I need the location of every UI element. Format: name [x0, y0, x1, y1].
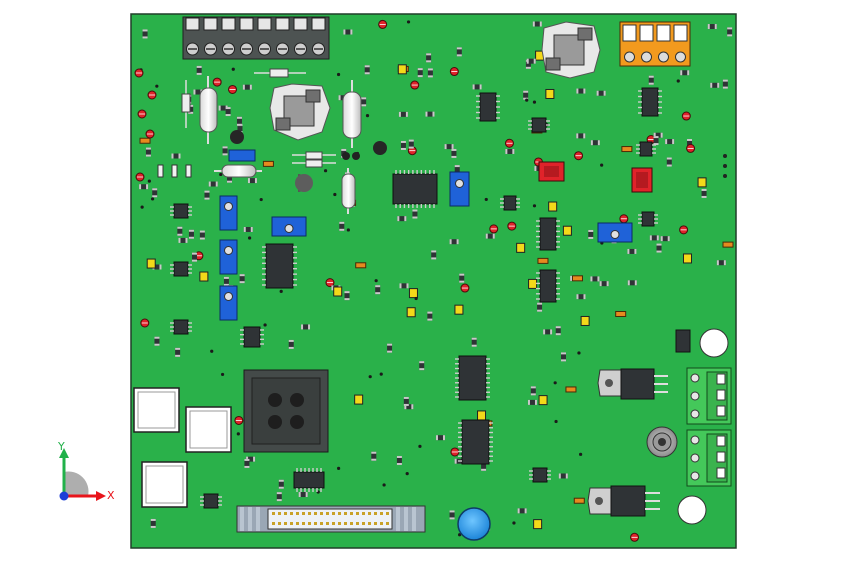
triad-z-axis: [59, 491, 69, 501]
triad-x-label: X: [107, 489, 115, 502]
resistor-large-center[interactable]: [342, 80, 362, 148]
terminal-block-top-right[interactable]: [619, 21, 691, 67]
ribbon-header-connector[interactable]: [236, 505, 426, 533]
triad-y-arrow: [59, 448, 69, 458]
triad-y-label: Y: [57, 440, 65, 453]
resistor-vertical-mid[interactable]: [341, 168, 356, 214]
resistor-horizontal-left[interactable]: [214, 164, 262, 178]
terminal-block-top-left[interactable]: [182, 16, 330, 60]
voltage-regulator-1[interactable]: [597, 368, 668, 400]
integrated-circuits[interactable]: [170, 87, 662, 509]
relay-top-right[interactable]: [541, 21, 601, 79]
voltage-regulator-2[interactable]: [587, 485, 660, 517]
resistor-small-horizontal[interactable]: [254, 68, 306, 78]
green-terminal-blocks[interactable]: [686, 367, 732, 487]
triad-x-arrow: [96, 491, 106, 501]
transistor-round: [295, 174, 313, 192]
black-disc-2: [373, 141, 387, 155]
blue-push-button[interactable]: [457, 507, 491, 541]
round-pad-1[interactable]: [699, 328, 729, 358]
white-square-components[interactable]: [133, 387, 232, 508]
triad-xy-plane: [64, 471, 89, 496]
blue-capacitor[interactable]: [228, 149, 256, 162]
black-disc-1: [230, 130, 244, 144]
blue-trimmers[interactable]: [219, 171, 633, 321]
axis-triad: Y X: [57, 440, 115, 502]
transistor-right[interactable]: [675, 329, 691, 353]
resistor-small-vertical[interactable]: [181, 80, 191, 128]
resistor-large-left[interactable]: [199, 76, 218, 144]
plcc-socket[interactable]: [243, 369, 329, 453]
round-metal-connector[interactable]: [646, 426, 678, 458]
relay-top-center[interactable]: [269, 83, 331, 141]
resistor-small-horizontal-2[interactable]: [292, 151, 336, 168]
round-pad-2[interactable]: [677, 495, 707, 525]
